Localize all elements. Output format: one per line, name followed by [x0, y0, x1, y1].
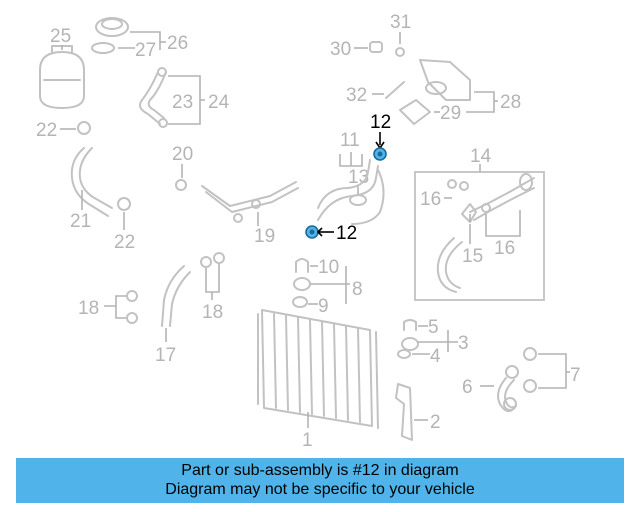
callout-16-right: 16 [494, 238, 515, 259]
part-31-oring [395, 47, 405, 57]
callout-6: 6 [462, 377, 473, 398]
callout-10: 10 [318, 257, 339, 278]
part-10-clamp [295, 258, 309, 273]
leader-3 [418, 330, 458, 352]
leader-28 [466, 91, 495, 113]
callout-3: 3 [458, 333, 469, 354]
leader-18-mid [205, 264, 220, 293]
leader-18-left [104, 295, 126, 319]
part-28-flange [419, 59, 471, 101]
part-23-hose [139, 67, 168, 128]
callout-28: 28 [500, 92, 521, 113]
parts-diagram: 25 27 26 23 24 22 21 22 20 [36, 12, 581, 451]
part-4-seal [397, 349, 411, 359]
callout-4: 4 [430, 346, 441, 367]
leader-8 [310, 266, 350, 304]
callout-5: 5 [428, 317, 439, 338]
callout-18-left: 18 [78, 298, 99, 319]
callout-32: 32 [346, 85, 367, 106]
leader-16-right [485, 210, 521, 237]
callout-31: 31 [390, 12, 411, 33]
callout-11: 11 [340, 130, 360, 151]
part-9-seal [292, 296, 308, 308]
callout-13: 13 [348, 167, 369, 188]
part-21-hose [70, 147, 113, 217]
part-32-clip [385, 81, 405, 99]
part-13-hose [317, 159, 385, 225]
part-5-clamp [403, 319, 417, 331]
callout-12-bottom: 12 [336, 223, 357, 244]
caption-bar: Part or sub-assembly is #12 in diagram D… [16, 458, 624, 503]
callout-19: 19 [254, 226, 275, 247]
part-14-hose-assembly [436, 173, 535, 293]
part-30-sensor [369, 41, 383, 53]
part-22-clamp [77, 121, 91, 135]
callout-25: 25 [50, 26, 71, 47]
part-8-fitting [293, 277, 311, 291]
callout-12-top: 12 [370, 112, 391, 133]
callout-14: 14 [470, 146, 492, 167]
part-18-clamps-left [126, 290, 138, 324]
callout-2: 2 [430, 412, 441, 433]
part-12-clamp-highlight-bottom [305, 225, 319, 239]
callout-8: 8 [352, 279, 363, 300]
callout-30: 30 [330, 39, 351, 60]
leader-7 [538, 353, 567, 389]
part-6-hose [497, 347, 537, 413]
callout-1: 1 [302, 430, 313, 451]
callout-27: 27 [135, 40, 156, 61]
part-2-bracket [395, 383, 413, 441]
part-1-radiator [257, 309, 379, 429]
part-27-cap [91, 17, 129, 54]
callout-22-lower: 22 [114, 232, 135, 253]
part-19-pipe [201, 181, 299, 223]
callout-24: 24 [208, 92, 230, 113]
callout-22-top: 22 [36, 120, 57, 141]
part-18-clamps-mid [200, 252, 225, 268]
callout-16-left: 16 [420, 189, 441, 210]
leader-26 [130, 31, 161, 50]
caption-line-2: Diagram may not be specific to your vehi… [165, 481, 475, 498]
callout-17: 17 [155, 345, 176, 366]
caption-line-1: Part or sub-assembly is #12 in diagram [181, 462, 459, 479]
callout-29: 29 [440, 103, 461, 124]
part-12-clamp-highlight-top [373, 147, 387, 161]
part-20-clip [175, 179, 187, 191]
part-17-hose [161, 265, 191, 327]
callout-20: 20 [172, 144, 193, 165]
part-25-reservoir [39, 45, 85, 109]
part-22-clamp-lower [117, 197, 131, 211]
callout-18-mid: 18 [202, 302, 223, 323]
callout-9: 9 [318, 296, 329, 317]
callout-23: 23 [172, 92, 193, 113]
callout-21: 21 [70, 211, 91, 232]
callout-26: 26 [167, 33, 188, 54]
callout-7: 7 [570, 365, 581, 386]
part-3-fitting [401, 337, 419, 351]
part-29-gasket [399, 99, 431, 125]
callout-15: 15 [462, 246, 483, 267]
